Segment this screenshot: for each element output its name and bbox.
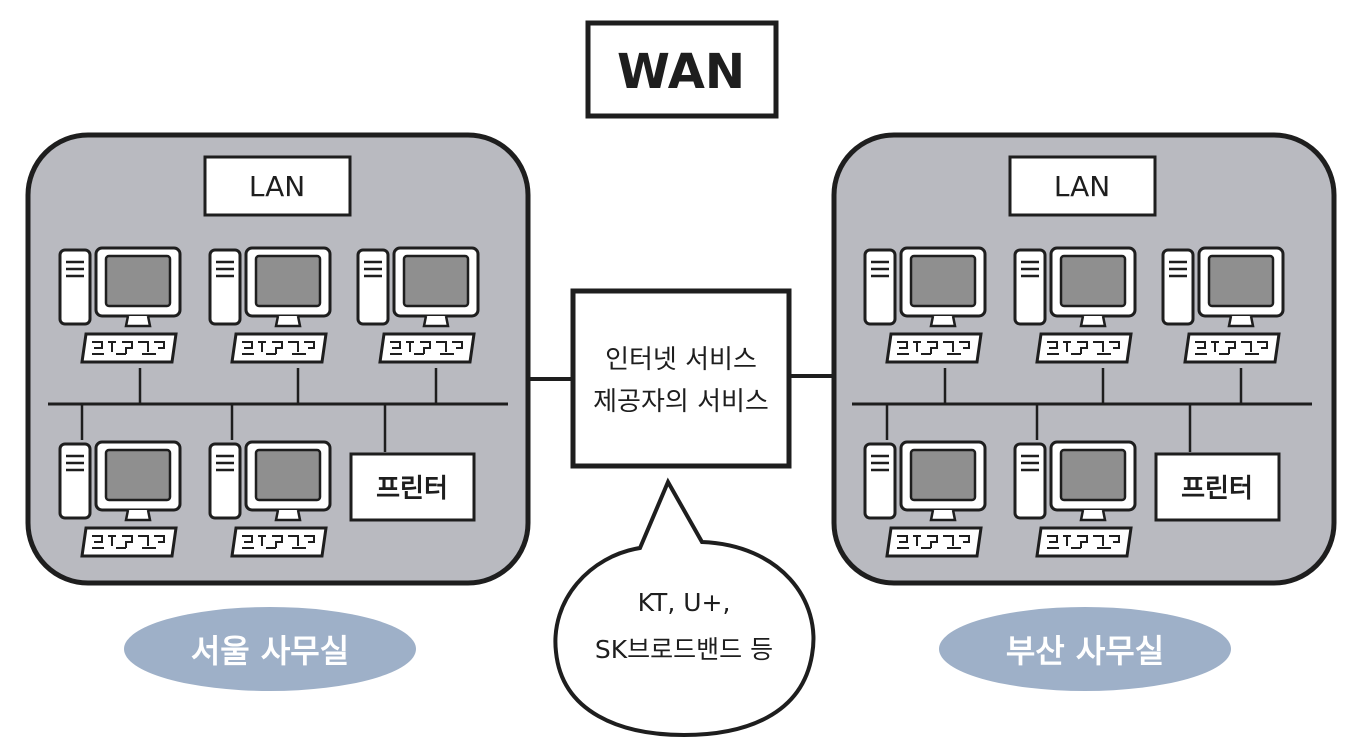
office-busan-name: 부산 사무실 [1006,632,1164,670]
wan-title: WAN [617,44,745,100]
printer-busan-label: 프린터 [1181,474,1253,504]
wan-title-box [585,20,779,119]
printer-busan-box [1154,452,1281,522]
lan-seoul-label-box [203,155,352,217]
provider-callout [553,477,816,738]
lan-seoul: LAN 프린터 [25,132,531,586]
printer-seoul-label: 프린터 [376,474,448,504]
lan-busan: LAN 프린터 [831,132,1337,586]
office-seoul-pill [124,607,416,691]
isp-box [570,288,792,469]
callout-line1: KT, U+, [638,588,731,617]
office-seoul-name: 서울 사무실 [191,632,349,670]
lan-seoul-label: LAN [249,170,305,203]
printer-seoul-box [349,452,476,522]
lan-busan-label: LAN [1054,170,1110,203]
isp-line1: 인터넷 서비스 [605,345,757,375]
callout-line2: SK브로드밴드 등 [595,635,773,664]
office-busan-pill [939,607,1231,691]
isp-line2: 제공자의 서비스 [593,387,769,417]
lan-busan-label-box [1008,155,1157,217]
